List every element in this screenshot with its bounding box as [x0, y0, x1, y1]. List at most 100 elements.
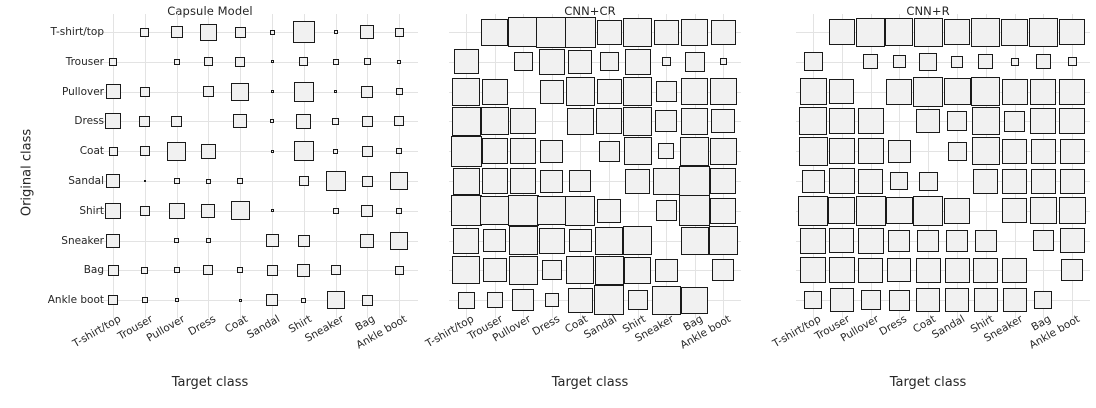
- hinton-cell: [719, 58, 727, 66]
- hinton-cell: [482, 258, 507, 283]
- gridline-vertical: [637, 14, 639, 319]
- hinton-cell: [888, 289, 910, 311]
- hinton-cell: [710, 168, 737, 194]
- hinton-cell: [947, 141, 967, 161]
- gridline-vertical: [841, 14, 843, 319]
- hinton-cell: [1059, 138, 1085, 164]
- gridline-vertical: [240, 14, 242, 319]
- gridline-horizontal: [795, 151, 1090, 153]
- hinton-cell: [395, 88, 403, 96]
- hinton-cell: [1034, 291, 1053, 310]
- gridline-horizontal: [94, 32, 419, 33]
- gridline-vertical: [666, 14, 668, 319]
- hinton-cell: [828, 108, 855, 135]
- y-tick-label-t-shirt-top: T-shirt/top: [50, 26, 104, 38]
- y-tick-label-pullover: Pullover: [61, 85, 104, 98]
- gridline-vertical: [1043, 14, 1045, 319]
- hinton-cell: [888, 229, 911, 252]
- hinton-cell: [452, 77, 480, 106]
- hinton-cell: [201, 203, 216, 218]
- gridline-horizontal: [795, 121, 1090, 123]
- gridline-horizontal: [795, 270, 1090, 272]
- hinton-cell: [106, 233, 120, 248]
- hinton-cell: [945, 288, 969, 313]
- hinton-cell: [681, 78, 709, 106]
- hinton-cell: [544, 293, 559, 308]
- hinton-cell: [568, 229, 592, 253]
- hinton-cell: [510, 168, 537, 194]
- hinton-cell: [971, 77, 1001, 107]
- hinton-cell: [539, 79, 564, 104]
- hinton-cell: [202, 86, 214, 98]
- hinton-cell: [661, 57, 671, 67]
- hinton-cell: [170, 26, 183, 38]
- hinton-cell: [361, 85, 374, 98]
- hinton-cell: [857, 108, 884, 135]
- y-tick-label-bag: Bag: [83, 264, 104, 277]
- hinton-cell: [566, 256, 595, 285]
- hinton-cell: [1061, 259, 1084, 282]
- hinton-cell: [205, 178, 211, 184]
- hinton-cell: [108, 146, 118, 156]
- hinton-cell: [292, 21, 315, 43]
- hinton-cell: [512, 289, 535, 312]
- hinton-cell: [480, 107, 509, 136]
- hinton-cell: [1002, 198, 1028, 224]
- hinton-cell: [540, 139, 564, 163]
- hinton-cell: [513, 52, 533, 72]
- hinton-cell: [918, 171, 938, 191]
- hinton-cell: [396, 207, 403, 214]
- hinton-cell: [140, 27, 150, 37]
- hinton-cell: [951, 55, 963, 68]
- hinton-cell: [361, 294, 373, 306]
- hinton-cell: [856, 17, 886, 47]
- y-tick-label-ankle-boot: Ankle boot: [47, 294, 104, 307]
- hinton-cell: [270, 119, 274, 124]
- hinton-cell: [1002, 138, 1028, 164]
- gridline-horizontal: [94, 121, 419, 123]
- gridline-vertical: [399, 14, 401, 319]
- hinton-cell: [537, 196, 567, 226]
- hinton-cell: [887, 258, 912, 283]
- hinton-cell: [712, 259, 735, 282]
- hinton-cell: [857, 227, 884, 254]
- hinton-cell: [452, 256, 480, 285]
- hinton-cell: [301, 297, 307, 303]
- gridline-vertical: [144, 14, 146, 319]
- hinton-cell: [919, 52, 938, 71]
- hinton-cell: [397, 59, 402, 64]
- gridline-vertical: [1014, 14, 1016, 319]
- hinton-cell: [508, 255, 538, 285]
- hinton-cell: [803, 52, 823, 72]
- hinton-cell: [269, 29, 275, 35]
- hinton-cell: [1030, 168, 1056, 194]
- hinton-cell: [655, 81, 677, 103]
- gridline-vertical: [1072, 14, 1074, 319]
- gridline-horizontal: [448, 240, 741, 242]
- hinton-cell: [265, 234, 279, 248]
- hinton-cell: [828, 197, 856, 225]
- hinton-cell: [480, 196, 510, 226]
- hinton-cell: [597, 198, 621, 223]
- hinton-cell: [565, 77, 595, 107]
- hinton-cell: [108, 295, 118, 306]
- hinton-cell: [863, 54, 879, 70]
- hinton-cell: [139, 115, 151, 127]
- hinton-cell: [800, 227, 826, 254]
- hinton-cell: [974, 229, 997, 252]
- hinton-cell: [238, 298, 242, 302]
- hinton-cell: [199, 23, 217, 41]
- hinton-cell: [450, 195, 482, 227]
- hinton-cell: [564, 16, 596, 48]
- gridline-horizontal: [94, 181, 419, 182]
- hinton-cell: [973, 288, 998, 313]
- hinton-cell: [566, 107, 594, 135]
- hinton-cell: [451, 106, 481, 136]
- hinton-cell: [361, 115, 373, 127]
- hinton-cell: [885, 197, 913, 225]
- y-tick-label-coat: Coat: [79, 145, 104, 158]
